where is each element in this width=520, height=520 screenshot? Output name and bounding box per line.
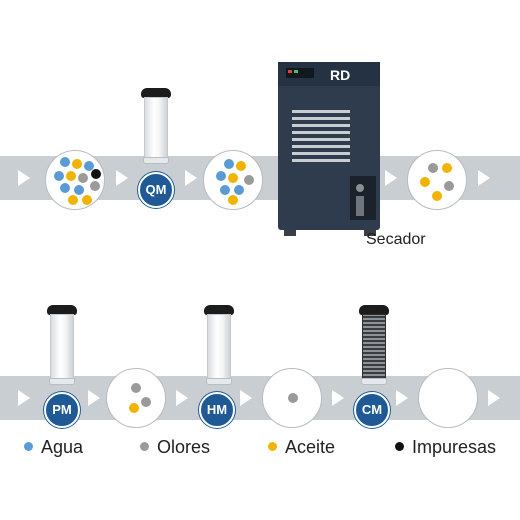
pm-filter-cartridge: [47, 305, 77, 385]
odor-particle: [131, 383, 141, 393]
oil-dot-icon: [268, 441, 277, 451]
oil-particle: [72, 159, 82, 169]
water-particle: [234, 185, 244, 195]
oil-particle: [228, 173, 238, 183]
oil-particle: [82, 195, 92, 205]
hm-filter-cartridge: [204, 305, 234, 385]
legend-label-oil: Aceite: [285, 437, 336, 457]
cm-badge: CM: [354, 392, 390, 428]
water-particle: [216, 171, 226, 181]
qm-filter-cartridge: [141, 88, 171, 164]
impurity-particle: [91, 169, 101, 179]
contaminant-circle-after-qm: [203, 150, 263, 210]
water-particle: [84, 161, 94, 171]
flow-arrow-icon: [18, 390, 30, 406]
legend-item-oil: Aceite: [268, 437, 335, 458]
legend-label-odors: Olores: [157, 437, 211, 457]
flow-arrow-icon: [396, 390, 408, 406]
cm-filter-cartridge: [359, 305, 389, 385]
water-particle: [224, 159, 234, 169]
dryer-brand-logo: RD: [330, 67, 350, 83]
pm-badge: PM: [44, 392, 80, 428]
oil-particle: [66, 171, 76, 181]
odor-particle: [90, 181, 100, 191]
oil-particle: [420, 177, 430, 187]
flow-arrow-icon: [240, 390, 252, 406]
oil-particle: [68, 195, 78, 205]
odor-particle: [428, 163, 438, 173]
contaminant-circle-after-pm: [106, 368, 166, 428]
flow-arrow-icon: [185, 170, 197, 186]
impurity-dot-icon: [395, 441, 404, 451]
contaminant-circle-inlet: [45, 150, 105, 210]
legend-item-water: Agua: [24, 437, 83, 458]
flow-arrow-icon: [332, 390, 344, 406]
water-particle: [60, 183, 70, 193]
flow-arrow-icon: [385, 170, 397, 186]
flow-arrow-icon: [478, 170, 490, 186]
qm-badge: QM: [138, 172, 174, 208]
odor-particle: [444, 181, 454, 191]
odor-particle: [244, 175, 254, 185]
water-particle: [60, 157, 70, 167]
water-particle: [74, 185, 84, 195]
dryer-unit: RD: [278, 62, 380, 236]
flow-arrow-icon: [18, 170, 30, 186]
odor-dot-icon: [140, 441, 149, 451]
oil-particle: [432, 191, 442, 201]
water-particle: [220, 185, 230, 195]
flow-arrow-icon: [88, 390, 100, 406]
odor-particle: [78, 173, 88, 183]
dryer-label: Secador: [366, 231, 426, 248]
legend-item-odors: Olores: [140, 437, 210, 458]
hm-badge: HM: [199, 392, 235, 428]
contaminant-circle-after-hm: [262, 368, 322, 428]
flow-arrow-icon: [176, 390, 188, 406]
odor-particle: [288, 393, 298, 403]
legend-label-impurities: Impuresas: [412, 437, 497, 457]
oil-particle: [129, 403, 139, 413]
flow-arrow-icon: [116, 170, 128, 186]
water-dot-icon: [24, 441, 33, 451]
water-particle: [54, 171, 64, 181]
oil-particle: [228, 195, 238, 205]
legend-label-water: Agua: [41, 437, 84, 457]
flow-arrow-icon: [488, 390, 500, 406]
legend-item-impurities: Impuresas: [395, 437, 496, 458]
contaminant-circle-after-dryer: [407, 150, 467, 210]
odor-particle: [141, 397, 151, 407]
oil-particle: [442, 163, 452, 173]
oil-particle: [236, 161, 246, 171]
contaminant-circle-clean: [418, 368, 478, 428]
